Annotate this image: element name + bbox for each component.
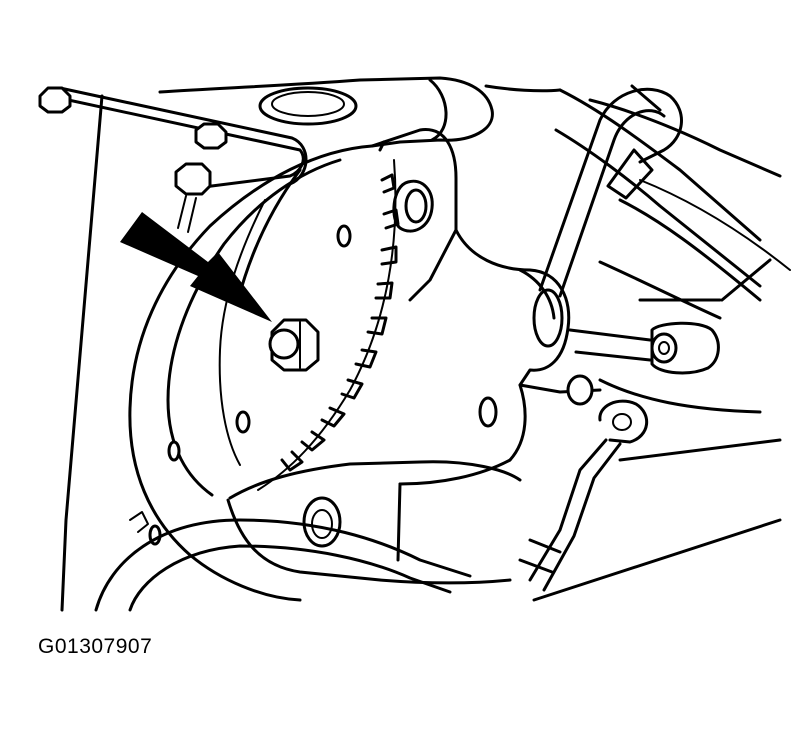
ground-cable-upper <box>538 84 683 298</box>
ring-gear <box>280 140 400 472</box>
strap-nut <box>194 122 228 150</box>
strap-nut <box>38 86 72 114</box>
right-hoses <box>554 88 791 320</box>
arm-hole <box>302 496 342 548</box>
upper-housing <box>158 76 562 148</box>
housing-edge <box>60 94 104 612</box>
mount-bracket <box>370 128 602 486</box>
bracket-hole <box>404 188 428 224</box>
flywheel-bolt <box>268 318 320 372</box>
lower-arm <box>226 460 522 585</box>
bracket-strap <box>38 86 308 233</box>
bracket-hole <box>532 288 564 348</box>
strap-nut <box>174 162 212 196</box>
arrow-icon <box>120 212 272 322</box>
stud-nut-right <box>568 321 720 375</box>
bolt-hole <box>235 410 251 434</box>
bracket-hole <box>566 374 594 406</box>
figure-code: G01307907 <box>38 635 153 658</box>
bolt-hole <box>167 440 181 462</box>
bracket-hole <box>478 396 498 428</box>
flywheel <box>128 140 400 602</box>
bolt-hole <box>336 224 352 248</box>
lower-hose <box>94 518 472 612</box>
right-housing-edge <box>598 258 772 414</box>
ground-cable-lower <box>518 399 782 602</box>
